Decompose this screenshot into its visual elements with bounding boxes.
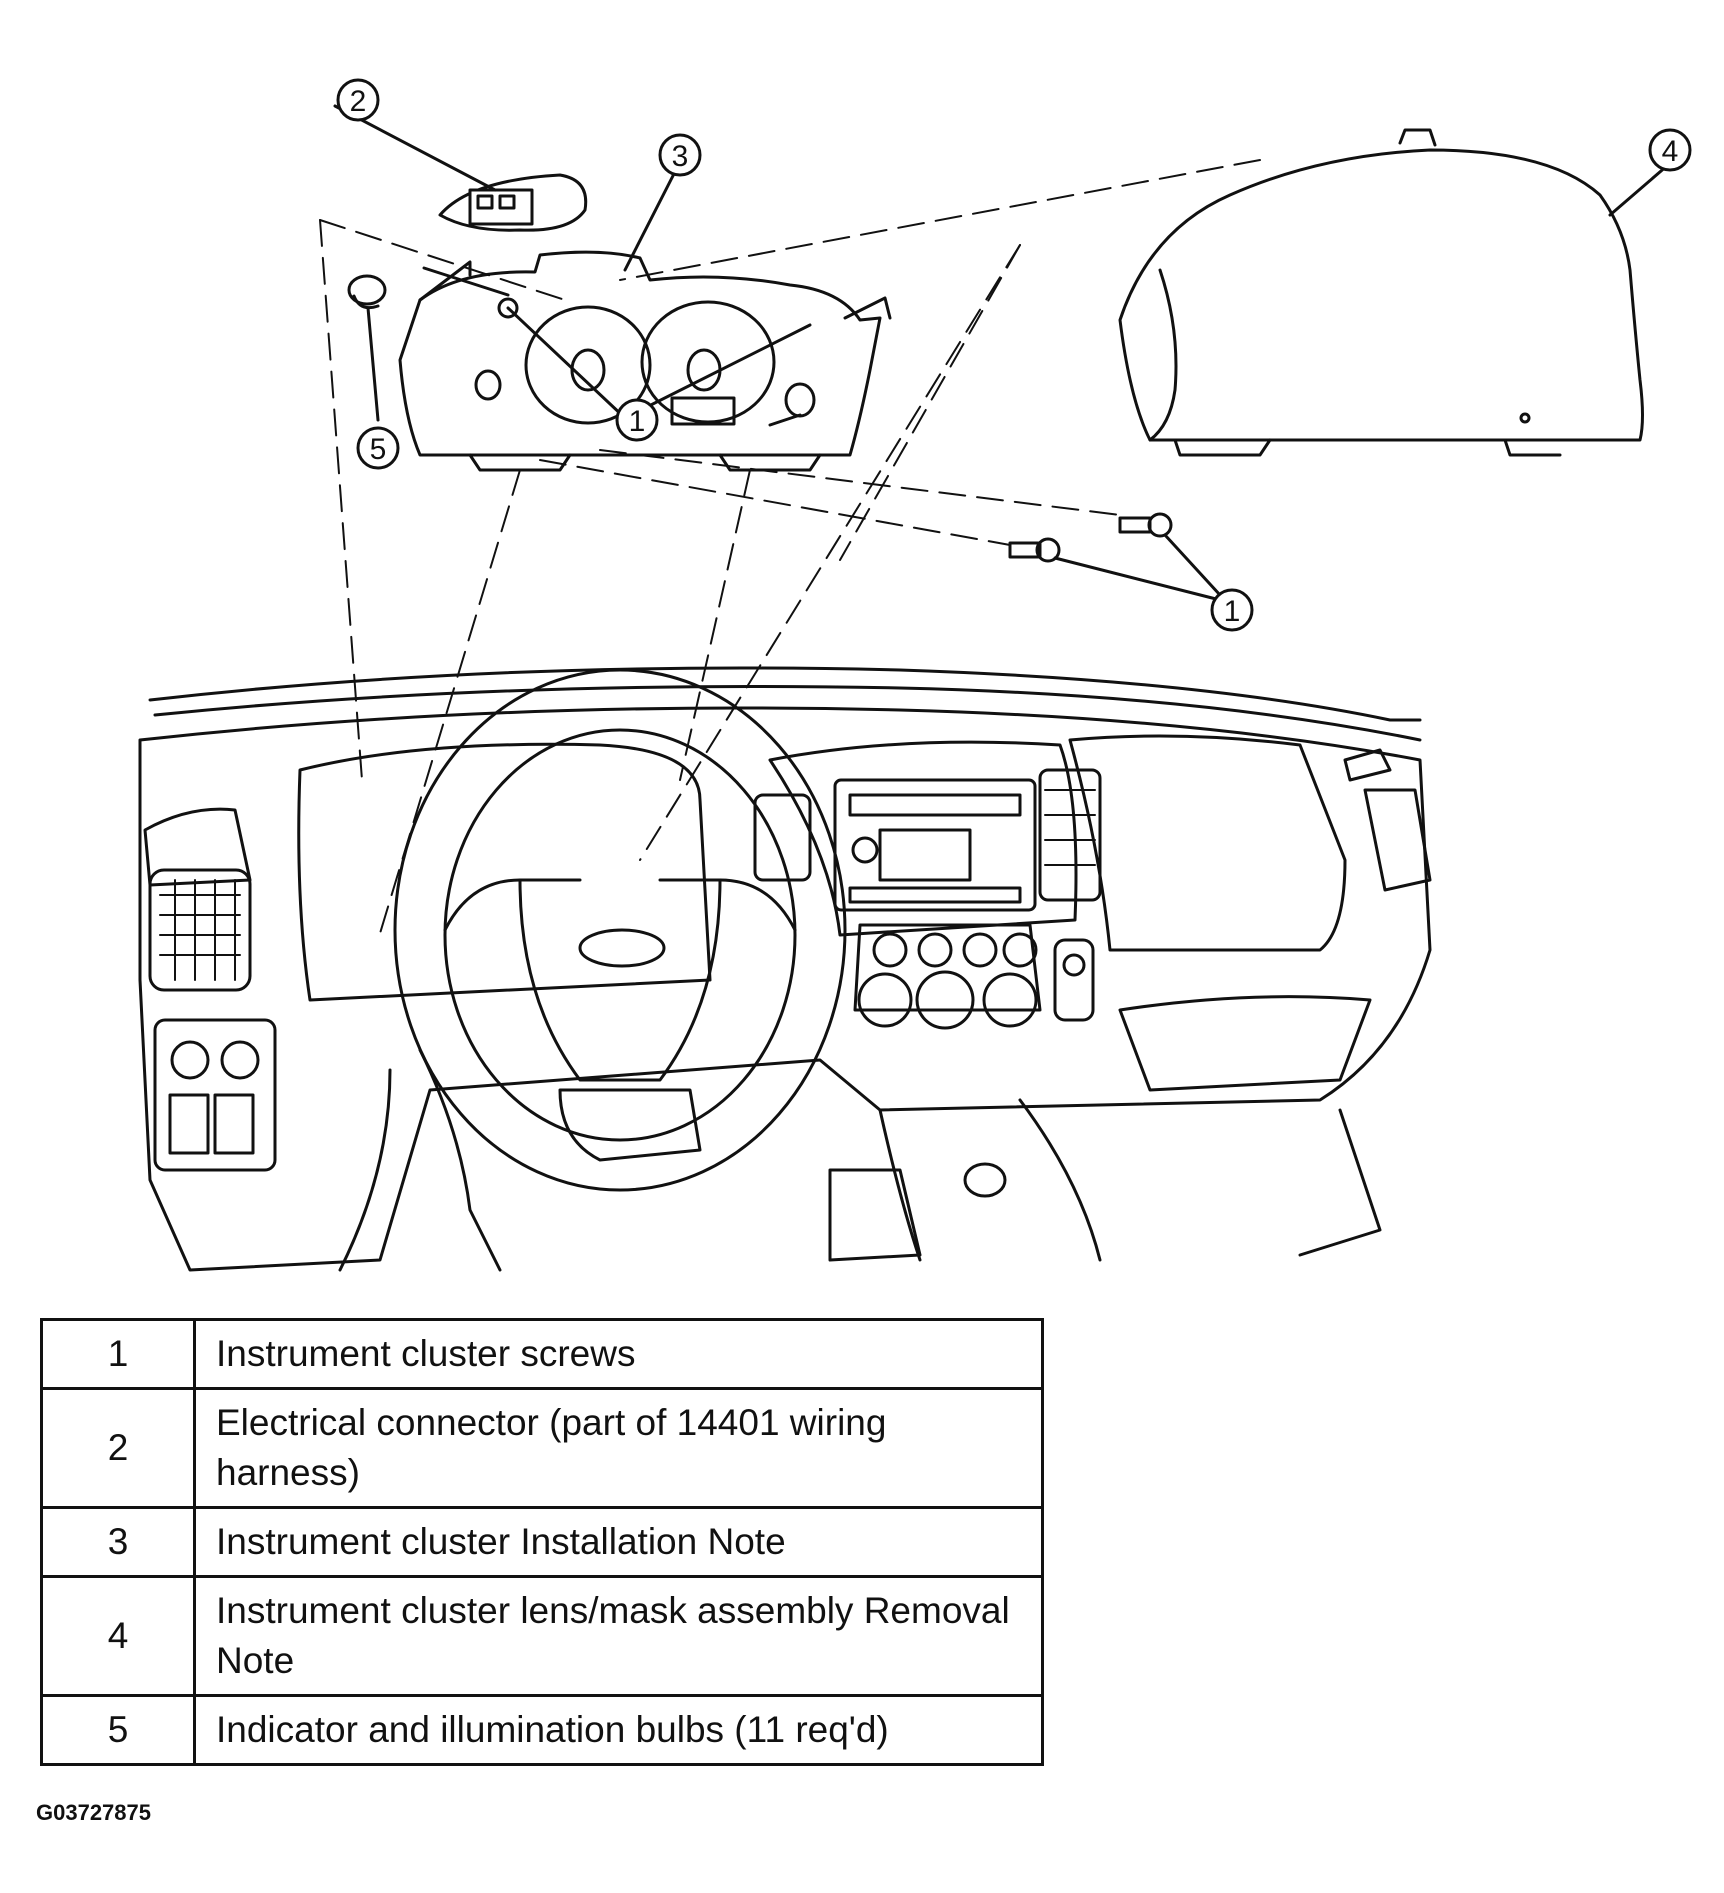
glove-box bbox=[1118, 995, 1372, 1092]
instrument-cluster bbox=[398, 160, 892, 472]
table-row: 3 Instrument cluster Installation Note bbox=[40, 1506, 1044, 1578]
svg-text:1: 1 bbox=[629, 405, 646, 438]
callout-2: 2 bbox=[336, 78, 380, 122]
legend-description: Instrument cluster screws bbox=[193, 1318, 1044, 1390]
table-row: 4 Instrument cluster lens/mask assembly … bbox=[40, 1575, 1044, 1697]
steering-wheel bbox=[338, 668, 847, 1272]
screw-lower bbox=[1008, 537, 1222, 602]
projection-lines bbox=[319, 159, 1261, 941]
callout-1-cluster: 1 bbox=[615, 398, 659, 442]
svg-text:4: 4 bbox=[1662, 135, 1679, 168]
callout-3: 3 bbox=[658, 133, 702, 177]
legend-number: 5 bbox=[40, 1694, 196, 1766]
table-row: 2 Electrical connector (part of 14401 wi… bbox=[40, 1387, 1044, 1509]
lens-mask-assembly bbox=[1118, 128, 1670, 457]
svg-text:5: 5 bbox=[370, 433, 387, 466]
svg-text:3: 3 bbox=[672, 140, 689, 173]
figure-id: G03727875 bbox=[36, 1800, 151, 1825]
table-row: 5 Indicator and illumination bulbs (11 r… bbox=[40, 1694, 1044, 1766]
legend-table: 1 Instrument cluster screws 2 Electrical… bbox=[40, 1318, 1044, 1766]
indicator-bulb bbox=[347, 274, 387, 422]
callout-markers: 2 3 4 5 1 1 bbox=[336, 78, 1692, 632]
legend-description: Indicator and illumination bulbs (11 req… bbox=[193, 1694, 1044, 1766]
left-air-vent bbox=[143, 807, 277, 1172]
electrical-connector bbox=[333, 104, 588, 232]
table-row: 1 Instrument cluster screws bbox=[40, 1318, 1044, 1390]
callout-1-screws: 1 bbox=[1210, 588, 1254, 632]
screw-upper bbox=[1118, 512, 1222, 597]
legend-number: 1 bbox=[40, 1318, 196, 1390]
svg-text:2: 2 bbox=[350, 85, 367, 118]
dashboard bbox=[138, 666, 1432, 1272]
legend-description: Instrument cluster lens/mask assembly Re… bbox=[193, 1575, 1044, 1697]
legend-description: Electrical connector (part of 14401 wiri… bbox=[193, 1387, 1044, 1509]
legend-number: 2 bbox=[40, 1387, 196, 1509]
right-air-vent bbox=[1343, 748, 1432, 892]
svg-text:1: 1 bbox=[1224, 595, 1241, 628]
callout-5: 5 bbox=[356, 426, 400, 470]
legend-number: 3 bbox=[40, 1506, 196, 1578]
legend-number: 4 bbox=[40, 1575, 196, 1697]
legend-description: Instrument cluster Installation Note bbox=[193, 1506, 1044, 1578]
exploded-view-drawing: 2 3 4 5 1 1 bbox=[138, 78, 1692, 1272]
center-stack bbox=[753, 768, 1102, 1262]
callout-4: 4 bbox=[1648, 128, 1692, 172]
